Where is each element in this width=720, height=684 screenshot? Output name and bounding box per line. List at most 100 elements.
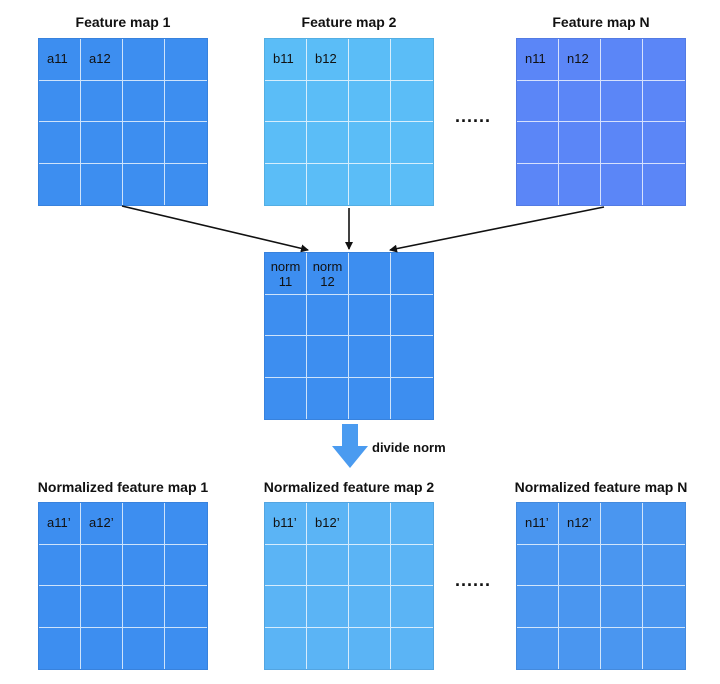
feature-map-n-cell (601, 163, 643, 205)
feature-map-n-cell (643, 39, 685, 81)
normalized-map-1-cell (81, 586, 123, 628)
normalized-map-n-cell: n12’ (559, 503, 601, 545)
normalized-map-n-cell (601, 627, 643, 669)
normalized-map-1-cell (165, 628, 207, 670)
normalized-map-1-cell (39, 544, 81, 586)
feature-map-2-cell (349, 80, 391, 122)
norm-map-cell (307, 294, 349, 336)
norm-map-cell (349, 253, 391, 295)
normalized-map-n-cell (601, 586, 643, 628)
norm-map-cell (307, 377, 349, 419)
norm-map-cell (265, 377, 307, 419)
arrow-map1-to-norm (121, 205, 309, 253)
feature-map-2-cell (265, 163, 307, 205)
normalized-map-2-cell: b12’ (307, 503, 349, 545)
norm-map-cell (349, 377, 391, 419)
normalized-map-1-cell (123, 586, 165, 628)
normalized-map-1-cell (123, 627, 165, 669)
norm-map-cell (265, 336, 307, 378)
feature-map-1-cell: a11 (39, 39, 81, 81)
norm-map-cell: norm 11 (265, 253, 307, 295)
feature-map-1-cell (165, 81, 207, 122)
feature-map-1-cell (81, 80, 123, 122)
normalized-map-1-cell (165, 545, 207, 586)
normalized-map-2-cell (349, 544, 391, 586)
normalized-map-1-cell (165, 503, 207, 545)
norm-map-cell (391, 336, 433, 378)
normalized-map-n-cell (517, 586, 559, 628)
normalized-map-2-cell (265, 627, 307, 669)
normalized-map-1-cell (39, 586, 81, 628)
normalized-map-n-cell (517, 627, 559, 669)
normalized-map-2-cell: b11’ (265, 503, 307, 545)
normalized-map-2-cell (391, 545, 433, 586)
feature-map-2-cell (307, 163, 349, 205)
norm-map-cell (265, 294, 307, 336)
feature-map-1-cell (123, 80, 165, 122)
feature-map-2-title: Feature map 2 (301, 14, 397, 30)
norm-map-cell: norm 12 (307, 253, 349, 295)
norm-map-cell (349, 336, 391, 378)
feature-map-n-title: Feature map N (552, 14, 650, 30)
normalized-map-1-cell (39, 627, 81, 669)
normalized-map-n-cell: n11’ (517, 503, 559, 545)
normalized-map-n-cell (559, 586, 601, 628)
feature-map-2-cell (391, 122, 433, 164)
normalized-map-1-cell (165, 586, 207, 628)
feature-map-2-cell (265, 122, 307, 164)
normalized-map-1-cell: a11’ (39, 503, 81, 545)
feature-map-1-cell (81, 122, 123, 164)
feature-map-1-cell: a12 (81, 39, 123, 81)
down-arrow-icon (332, 424, 368, 468)
norm-map-cell (391, 253, 433, 295)
normalized-map-n-grid: n11’n12’ (516, 502, 686, 670)
feature-map-n-cell (601, 39, 643, 81)
normalized-map-1-cell: a12’ (81, 503, 123, 545)
feature-map-2-cell (391, 81, 433, 122)
feature-map-n-cell (643, 81, 685, 122)
feature-map-n-cell (517, 80, 559, 122)
feature-map-2-cell: b12 (307, 39, 349, 81)
feature-map-2-cell: b11 (265, 39, 307, 81)
normalized-map-2-cell (349, 586, 391, 628)
normalized-map-n-cell (517, 544, 559, 586)
normalized-map-1-grid: a11’a12’ (38, 502, 208, 670)
feature-map-n-cell (559, 163, 601, 205)
normalized-map-n-cell (559, 544, 601, 586)
feature-map-n-cell (559, 122, 601, 164)
normalized-map-n-cell (643, 545, 685, 586)
norm-map-cell (307, 336, 349, 378)
feature-map-2-cell (349, 39, 391, 81)
normalized-map-n-title: Normalized feature map N (514, 479, 688, 495)
feature-map-n-cell (643, 122, 685, 164)
feature-map-1-cell (81, 163, 123, 205)
normalized-map-2-cell (265, 586, 307, 628)
feature-map-n-cell: n11 (517, 39, 559, 81)
normalized-map-2-title: Normalized feature map 2 (263, 479, 435, 495)
feature-map-1-cell (123, 122, 165, 164)
normalized-map-n-cell (643, 503, 685, 545)
feature-map-n-cell (601, 122, 643, 164)
normalized-map-n-cell (601, 503, 643, 545)
normalized-map-2-cell (307, 544, 349, 586)
feature-map-n-cell (559, 80, 601, 122)
normalized-map-2-cell (391, 503, 433, 545)
feature-map-n-cell (601, 80, 643, 122)
feature-map-2-cell (391, 39, 433, 81)
feature-map-1-cell (39, 80, 81, 122)
normalized-map-2-cell (349, 503, 391, 545)
normalized-map-1-cell (81, 627, 123, 669)
feature-map-2-cell (307, 122, 349, 164)
feature-map-n-cell (517, 122, 559, 164)
feature-map-1-cell (123, 39, 165, 81)
bottom-ellipsis: ...... (455, 570, 492, 590)
feature-map-2-cell (349, 163, 391, 205)
arrow-mapn-to-norm (389, 206, 605, 253)
normalized-map-1-cell (81, 544, 123, 586)
feature-map-1-cell (39, 122, 81, 164)
feature-map-1-cell (39, 163, 81, 205)
